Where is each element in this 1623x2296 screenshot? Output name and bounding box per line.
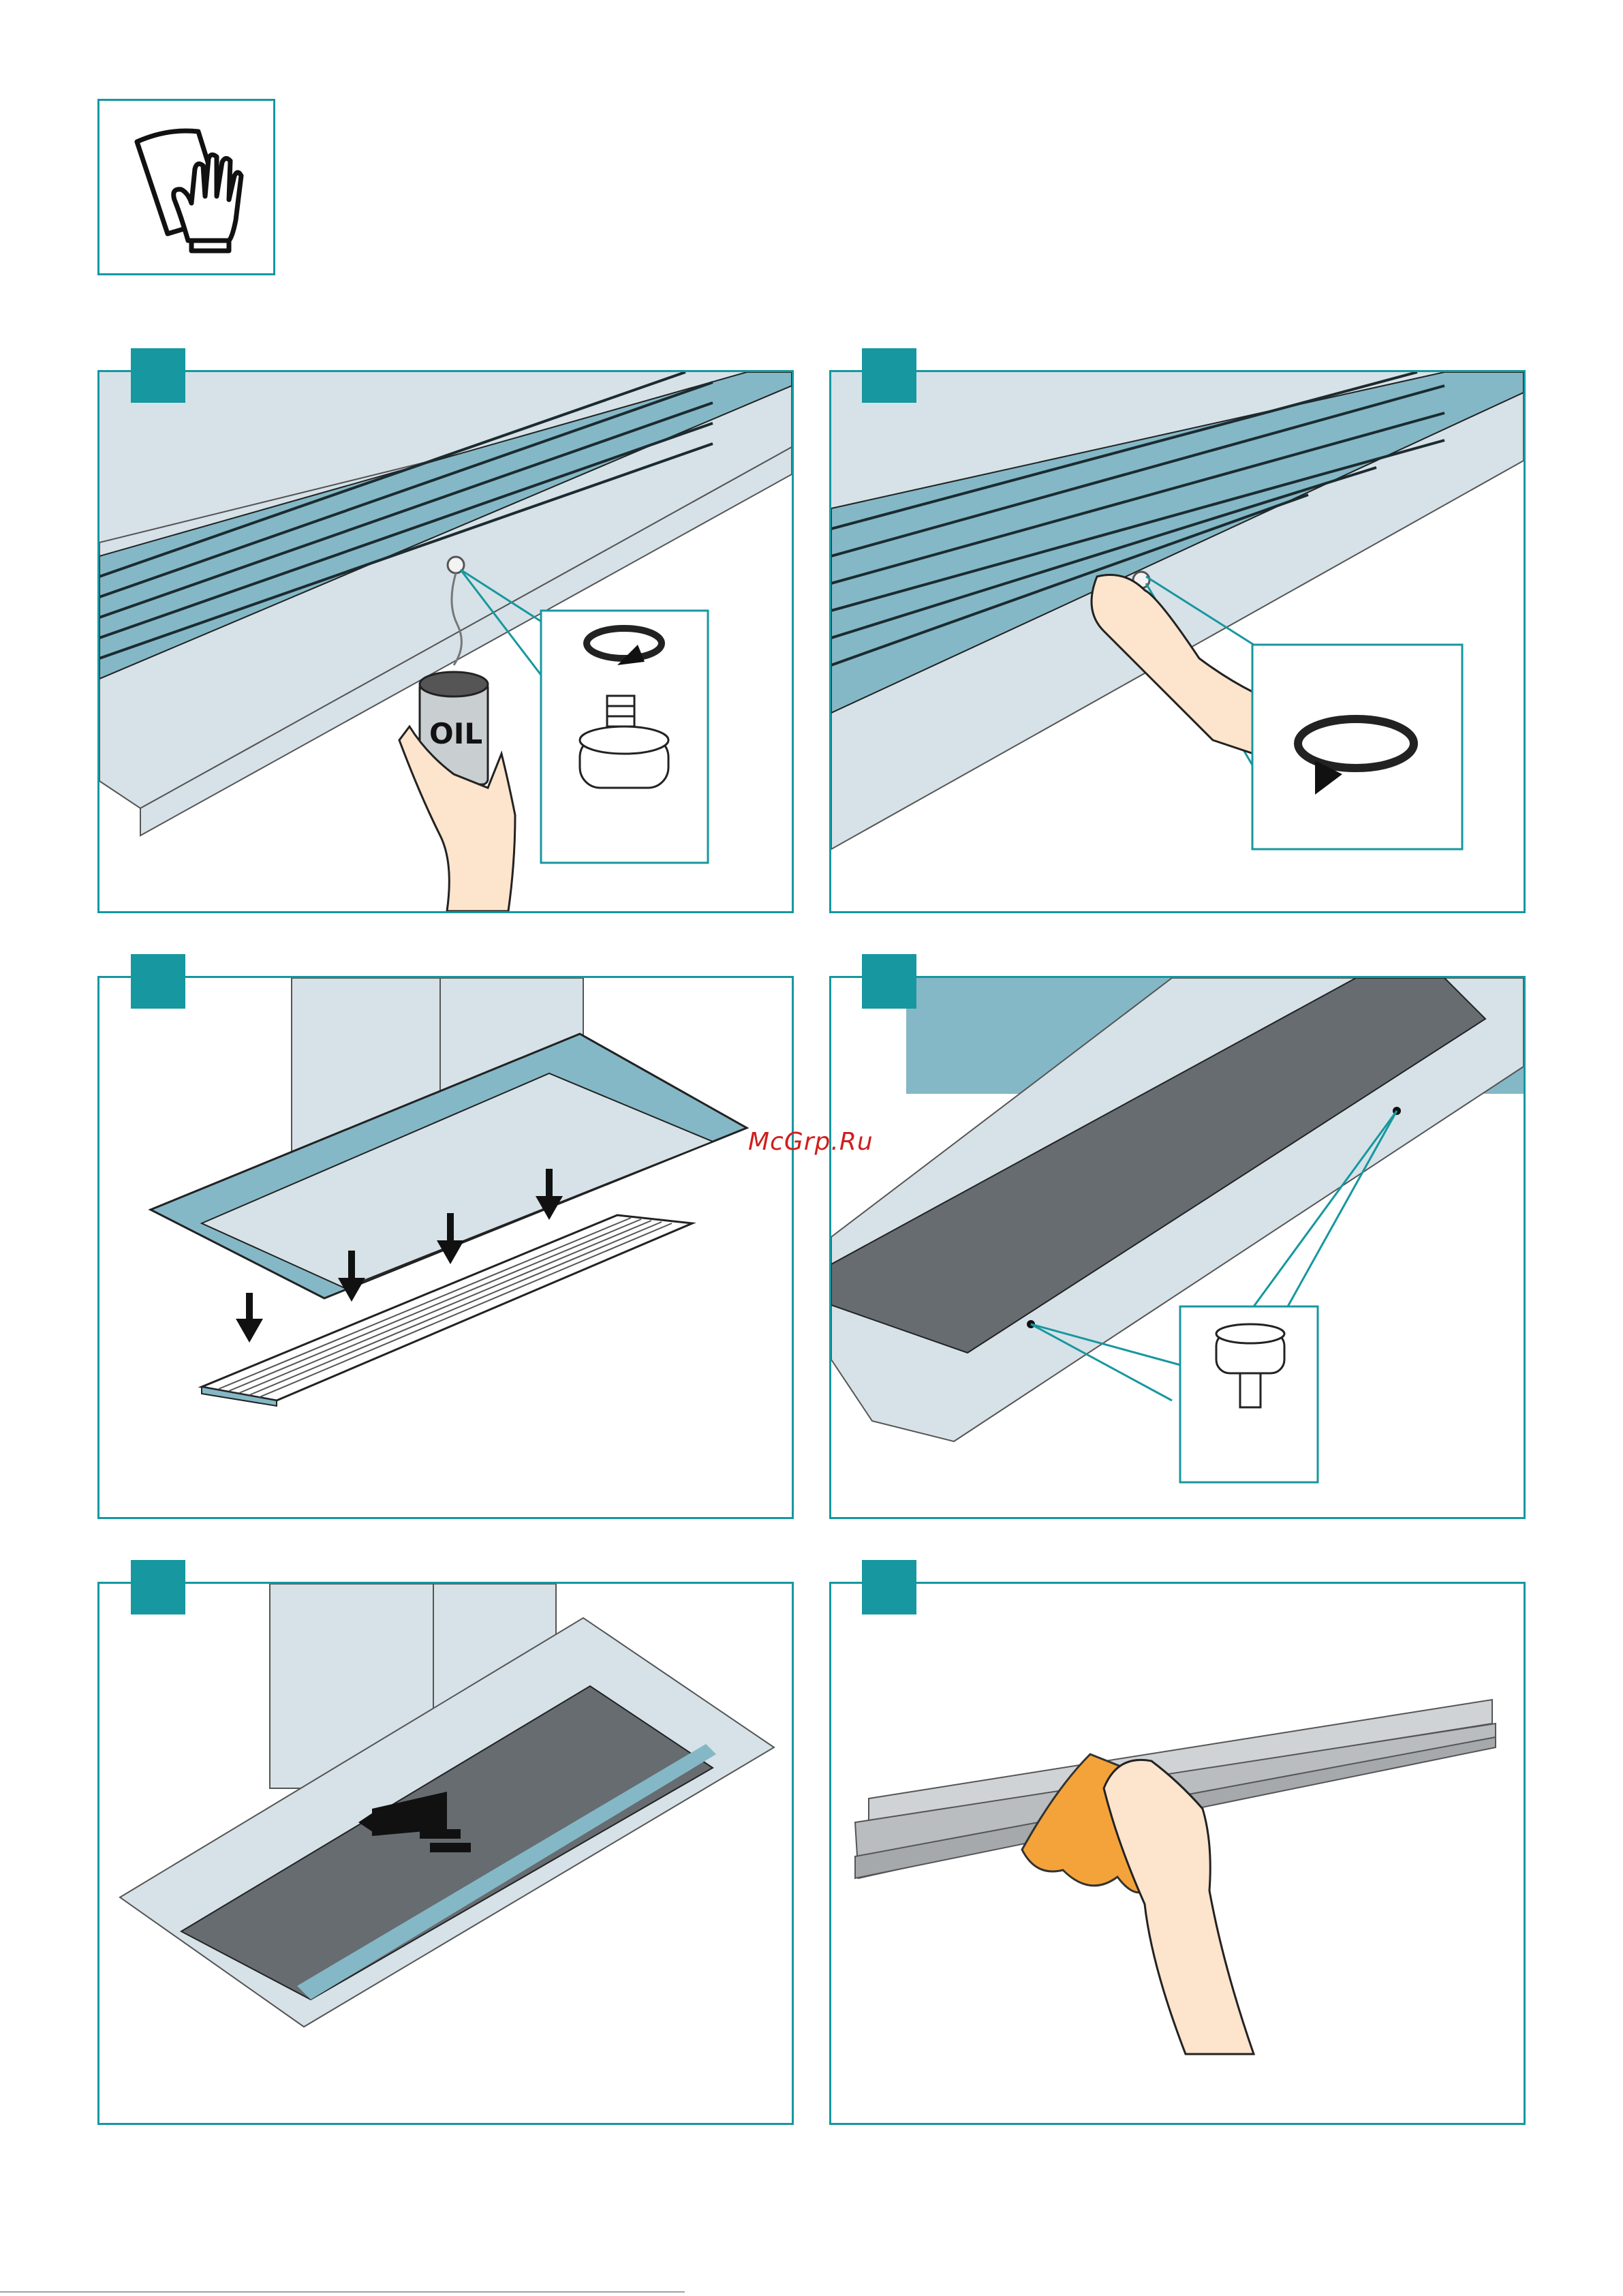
- step-6-panel: [829, 1582, 1526, 2125]
- oil-label: OIL: [429, 717, 482, 750]
- step-6-badge: [862, 1560, 916, 1614]
- step-5-badge: [131, 1560, 185, 1614]
- step-4-badge: [862, 954, 916, 1009]
- step-3-badge: [131, 954, 185, 1009]
- footer-divider: [0, 2291, 685, 2293]
- arrow-down-icon: [236, 1293, 263, 1343]
- hand-icon: [1104, 1760, 1254, 2054]
- step-3-panel: [97, 976, 794, 1519]
- step-1-panel: OIL: [97, 370, 794, 913]
- step-2-panel: [829, 370, 1526, 913]
- step-5-panel: [97, 1582, 794, 2125]
- gloves-cloth-icon: [99, 101, 273, 273]
- step-4-panel: [829, 976, 1526, 1519]
- step-2-badge: [862, 348, 916, 403]
- safety-icon-box: [97, 99, 275, 275]
- step-1-badge: [131, 348, 185, 403]
- watermark: McGrp.Ru: [748, 1128, 874, 1156]
